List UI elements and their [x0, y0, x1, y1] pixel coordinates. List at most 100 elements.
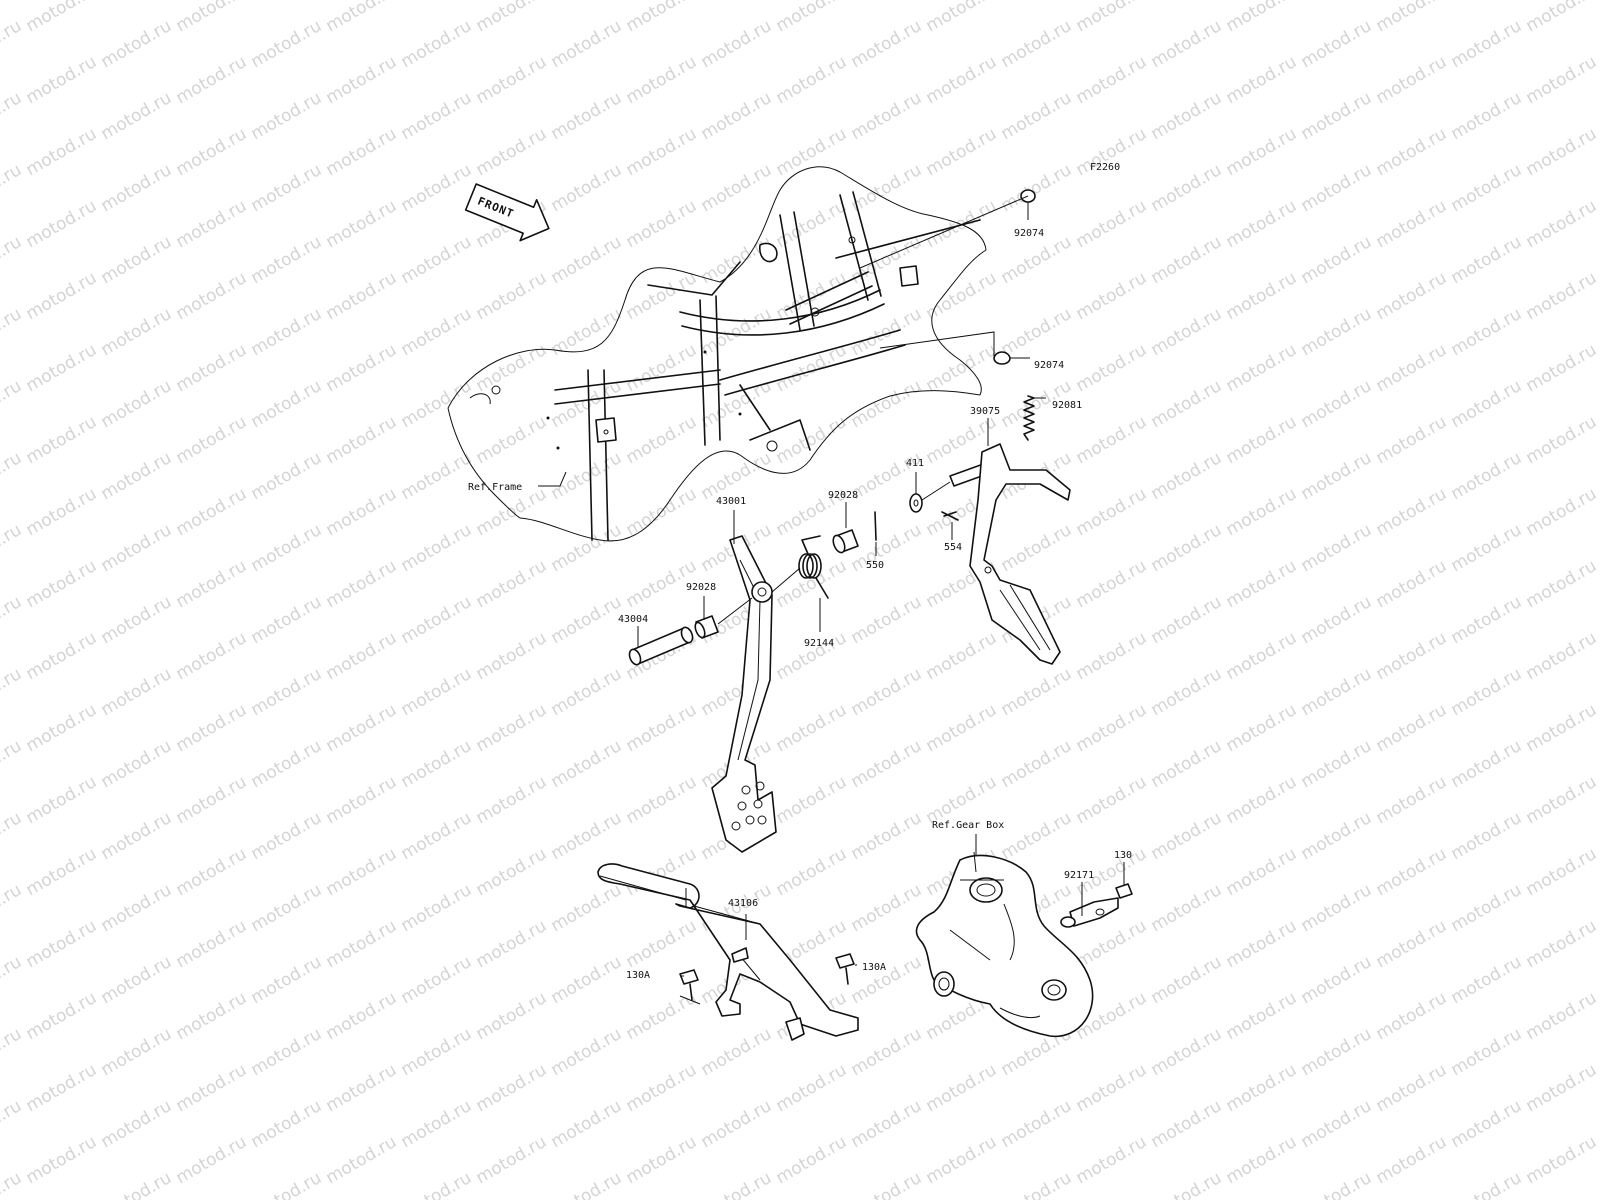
watermark-text: motod.ru [1448, 88, 1526, 144]
watermark-text: motod.ru [323, 844, 401, 900]
watermark-text: motod.ru [1223, 844, 1301, 900]
watermark-text: motod.ru [773, 1060, 851, 1116]
callout-39075: 39075 [970, 406, 1000, 417]
watermark-text: motod.ru [623, 1060, 701, 1116]
watermark-text: motod.ru [323, 124, 401, 180]
watermark-text: motod.ru [473, 700, 551, 756]
watermark-text: motod.ru [998, 304, 1076, 360]
watermark-text: motod.ru [1448, 880, 1526, 936]
watermark-text: motod.ru [1148, 1096, 1226, 1152]
watermark-text: motod.ru [1298, 880, 1376, 936]
watermark-text: motod.ru [623, 52, 701, 108]
watermark-text: motod.ru [1523, 0, 1600, 36]
callout-43001: 43001 [716, 496, 746, 507]
watermark-text: motod.ru [98, 808, 176, 864]
watermark-text: motod.ru [848, 808, 926, 864]
watermark-text: motod.ru [1373, 412, 1451, 468]
watermark-text: motod.ru [248, 664, 326, 720]
watermark-text: motod.ru [248, 1168, 326, 1200]
watermark-text: motod.ru [1523, 772, 1600, 828]
watermark-text: motod.ru [173, 556, 251, 612]
watermark-text: motod.ru [398, 376, 476, 432]
watermark-text: motod.ru [323, 1060, 401, 1116]
watermark-text: motod.ru [1298, 1024, 1376, 1080]
watermark-text: motod.ru [1523, 700, 1600, 756]
watermark-text: motod.ru [173, 124, 251, 180]
watermark-text: motod.ru [398, 1168, 476, 1200]
watermark-text: motod.ru [1073, 484, 1151, 540]
watermark-text: motod.ru [473, 1132, 551, 1188]
watermark-text: motod.ru [1373, 268, 1451, 324]
watermark-text: motod.ru [923, 124, 1001, 180]
watermark-text: motod.ru [773, 0, 851, 36]
watermark-text: motod.ru [1373, 1132, 1451, 1188]
watermark-text: motod.ru [1148, 304, 1226, 360]
watermark-text: motod.ru [248, 160, 326, 216]
watermark-text: motod.ru [1373, 844, 1451, 900]
watermark-text: motod.ru [1223, 988, 1301, 1044]
watermark-text: motod.ru [473, 844, 551, 900]
watermark-text: motod.ru [923, 628, 1001, 684]
watermark-text: motod.ru [23, 1060, 101, 1116]
watermark-text: motod.ru [1298, 808, 1376, 864]
watermark-text: motod.ru [23, 772, 101, 828]
watermark-text: motod.ru [773, 340, 851, 396]
watermark-text: motod.ru [1223, 196, 1301, 252]
watermark-text: motod.ru [98, 304, 176, 360]
watermark-text: motod.ru [248, 1096, 326, 1152]
watermark-text: motod.ru [773, 556, 851, 612]
watermark-text: motod.ru [173, 700, 251, 756]
watermark-text: motod.ru [1148, 664, 1226, 720]
watermark-text: motod.ru [998, 1168, 1076, 1200]
washer-411 [910, 494, 922, 512]
watermark-text: motod.ru [173, 52, 251, 108]
watermark-text: motod.ru [0, 520, 25, 576]
watermark-text: motod.ru [323, 484, 401, 540]
callout-411: 411 [906, 458, 924, 469]
watermark-text: motod.ru [398, 808, 476, 864]
watermark-text: motod.ru [998, 736, 1076, 792]
watermark-text: motod.ru [1448, 448, 1526, 504]
watermark-text: motod.ru [1448, 808, 1526, 864]
watermark-text: motod.ru [0, 1096, 25, 1152]
watermark-text: motod.ru [848, 664, 926, 720]
watermark-text: motod.ru [173, 628, 251, 684]
watermark-text: motod.ru [173, 916, 251, 972]
watermark-text: motod.ru [473, 1060, 551, 1116]
callout-130: 130 [1114, 850, 1132, 861]
watermark-text: motod.ru [173, 412, 251, 468]
watermark-text: motod.ru [398, 160, 476, 216]
watermark-text: motod.ru [1223, 772, 1301, 828]
watermark-text: motod.ru [473, 0, 551, 36]
watermark-text: motod.ru [773, 196, 851, 252]
ref-frame-label: Ref.Frame [468, 482, 522, 493]
watermark-text: motod.ru [0, 448, 25, 504]
callout-92074-top: 92074 [1014, 228, 1044, 239]
watermark-text: motod.ru [23, 1132, 101, 1188]
watermark-text: motod.ru [1148, 1168, 1226, 1200]
watermark-text: motod.ru [398, 1024, 476, 1080]
watermark-text: motod.ru [1148, 232, 1226, 288]
watermark-text: motod.ru [548, 16, 626, 72]
callout-550: 550 [866, 560, 884, 571]
watermark-text: motod.ru [773, 844, 851, 900]
watermark-text: motod.ru [473, 412, 551, 468]
watermark-text: motod.ru [1448, 664, 1526, 720]
watermark-text: motod.ru [1523, 196, 1600, 252]
watermark-text: motod.ru [323, 268, 401, 324]
watermark-text: motod.ru [548, 736, 626, 792]
watermark-text: motod.ru [173, 340, 251, 396]
watermark-text: motod.ru [848, 88, 926, 144]
watermark-text: motod.ru [323, 52, 401, 108]
watermark-text: motod.ru [1223, 124, 1301, 180]
watermark-text: motod.ru [0, 880, 25, 936]
watermark-text: motod.ru [1448, 304, 1526, 360]
watermark-text: motod.ru [248, 376, 326, 432]
watermark-text: motod.ru [1223, 268, 1301, 324]
watermark-text: motod.ru [173, 268, 251, 324]
watermark-text: motod.ru [1373, 772, 1451, 828]
watermark-text: motod.ru [1298, 736, 1376, 792]
watermark-text: motod.ru [98, 664, 176, 720]
